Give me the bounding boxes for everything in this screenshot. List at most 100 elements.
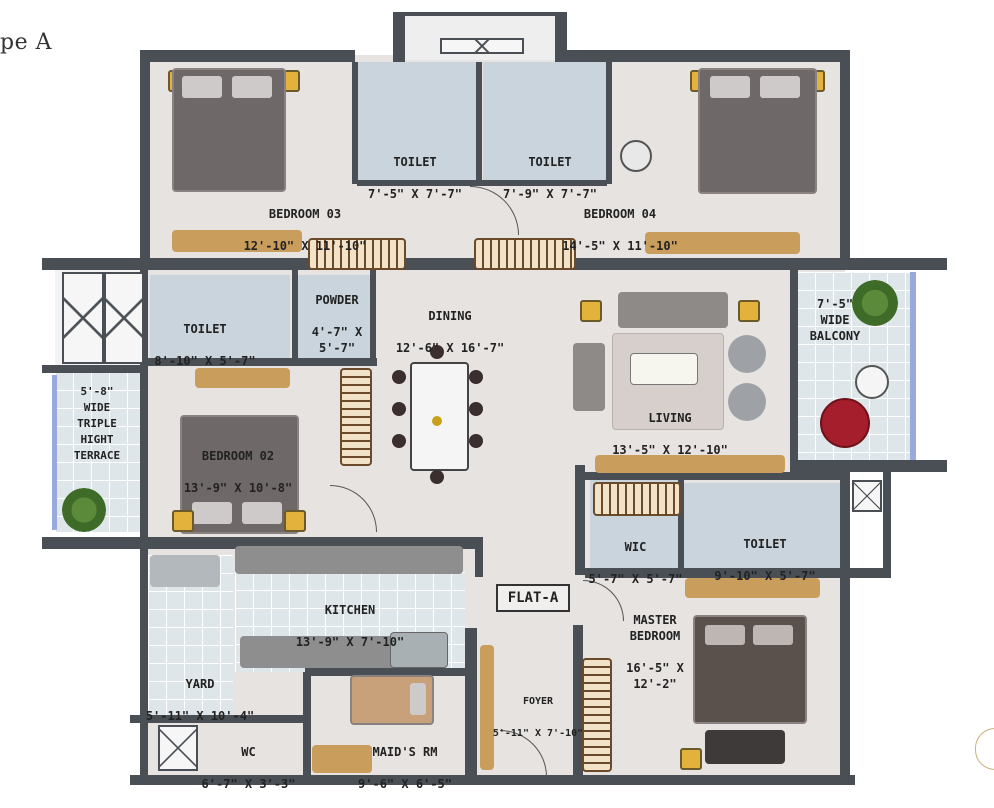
foyer-name: FOYER xyxy=(522,696,554,707)
wall-top-notch-top xyxy=(400,12,560,16)
master-size: 16'-5" X 12'-2" xyxy=(626,661,684,691)
master-lamp-left xyxy=(680,748,702,770)
living-size: 13'-5" X 12'-10" xyxy=(612,443,728,457)
yard-label: YARD 5'-11" X 10'-4" xyxy=(145,660,255,740)
bedroom02-label: BEDROOM 02 13'-9" X 10'-8" xyxy=(178,432,298,512)
wic-size: 5'-7" X 5'-7" xyxy=(588,572,683,586)
toilet-a-name: TOILET xyxy=(393,155,437,169)
shaft-right xyxy=(852,480,882,512)
wall-balcony-bottom xyxy=(790,460,947,472)
bedroom04-wardrobe xyxy=(474,238,576,270)
foyer-size: 5'-11" X 7'-10" xyxy=(492,728,584,739)
terrace-glass xyxy=(52,375,57,530)
wall-yard-bottom xyxy=(130,715,310,723)
living-lamp-left xyxy=(580,300,602,322)
kitchen-fridge xyxy=(390,632,448,668)
wc-name: WC xyxy=(241,745,256,759)
powder-floor xyxy=(297,275,372,360)
kitchen-name: KITCHEN xyxy=(324,603,376,617)
dining-size: 12'-6" X 16'-7" xyxy=(395,341,505,355)
brand-logo xyxy=(975,728,994,770)
toilet-c-label: TOILET 8'-10" X 5'-7" xyxy=(150,305,260,385)
bedroom02-desk xyxy=(195,368,290,388)
wic-name: WIC xyxy=(624,540,647,554)
wall-left-lower xyxy=(140,548,148,778)
bedroom03-bed xyxy=(172,68,286,192)
master-label: MASTER BEDROOM 16'-5" X 12'-2" xyxy=(605,596,705,708)
wall-powder-right xyxy=(370,270,376,362)
master-desk xyxy=(685,578,820,598)
powder-label: POWDER 4'-7" X 5'-7" xyxy=(292,276,382,372)
dining-chair xyxy=(469,370,483,384)
toilet-c-floor xyxy=(150,275,290,360)
wall-left-upper xyxy=(140,50,150,260)
wic-wardrobe xyxy=(593,482,681,516)
living-tv-unit xyxy=(595,455,785,473)
wall-toilets-bottom xyxy=(357,180,607,186)
wall-top-right xyxy=(555,50,850,62)
wall-notch-right xyxy=(555,12,567,62)
bedroom02-bed xyxy=(180,415,299,534)
living-coffee-table xyxy=(630,353,698,385)
bedroom04-bed xyxy=(698,68,817,194)
wall-maids-right xyxy=(465,628,477,778)
wall-right-lower xyxy=(840,470,850,780)
powder-size: 4'-7" X 5'-7" xyxy=(311,325,363,355)
bedroom04-size: 14'-5" X 11'-10" xyxy=(562,239,678,253)
wall-bottom xyxy=(130,775,855,785)
wall-wic-right xyxy=(678,480,684,570)
wall-notch-left xyxy=(393,12,405,62)
plan-type-title: pe A xyxy=(0,30,52,55)
toilet-b-size: 7'-9" X 7'-7" xyxy=(503,187,597,201)
bedroom02-lamp-right xyxy=(284,510,306,532)
dining-chair xyxy=(430,470,444,484)
terrace-plant xyxy=(62,488,106,532)
living-armchair xyxy=(728,335,766,373)
maids-cabinet xyxy=(312,745,372,773)
balcony-label: 7'-5" WIDE BALCONY xyxy=(809,297,861,343)
flat-tag: FLAT-A xyxy=(496,584,570,612)
toilet-d-size: 9'-10" X 5'-7" xyxy=(714,569,816,583)
yard-washer xyxy=(150,555,220,587)
dining-chair xyxy=(392,402,406,416)
wic-label: WIC 5'-7" X 5'-7" xyxy=(588,523,683,603)
terrace-label: 5'-8" WIDE TRIPLE HIGHT TERRACE xyxy=(73,385,121,462)
dining-chair xyxy=(392,434,406,448)
toilet-c-name: TOILET xyxy=(183,322,227,336)
wall-right-upper xyxy=(840,50,850,260)
toilet-b-floor xyxy=(483,62,608,184)
toilet-a-size: 7'-5" X 7'-7" xyxy=(368,187,462,201)
wall-terrace-top xyxy=(42,365,147,373)
wall-powder-left xyxy=(292,270,298,362)
bedroom03-size: 12'-10" X 11'-10" xyxy=(243,239,367,253)
wall-top-left xyxy=(140,50,355,62)
toilet-c-size: 8'-10" X 5'-7" xyxy=(154,354,256,368)
maids-name: MAID'S RM xyxy=(372,745,438,759)
shaft-bottom-left xyxy=(158,725,198,771)
shaft-left-1 xyxy=(62,272,104,364)
wc-label: WC 6'-7" X 3'-3" xyxy=(196,728,301,808)
dining-name: DINING xyxy=(428,309,472,323)
wall-wic-left xyxy=(575,465,585,575)
bedroom04-round-table xyxy=(620,140,652,172)
balcony-glass xyxy=(910,272,916,460)
wall-toilet-b-right xyxy=(606,62,612,184)
kitchen-label: KITCHEN 13'-9" X 7'-10" xyxy=(270,586,430,666)
living-label: LIVING 13'-5" X 12'-10" xyxy=(600,394,740,474)
bedroom03-label: BEDROOM 03 12'-10" X 11'-10" xyxy=(230,190,380,270)
bedroom02-wardrobe xyxy=(340,368,372,466)
wall-balcony-left xyxy=(790,270,798,460)
bedroom04-label: BEDROOM 04 14'-5" X 11'-10" xyxy=(540,190,700,270)
living-name: LIVING xyxy=(648,411,692,425)
bedroom02-lamp-left xyxy=(172,510,194,532)
wall-wic-top xyxy=(575,472,850,480)
powder-name: POWDER xyxy=(315,293,359,307)
toilet-d-label: TOILET 9'-10" X 5'-7" xyxy=(700,520,830,600)
foyer-console xyxy=(480,645,494,770)
maids-size: 9'-6" X 6'-5" xyxy=(358,777,452,791)
kitchen-counter-top xyxy=(235,546,463,574)
wall-master-top xyxy=(585,568,890,578)
dining-chair xyxy=(392,370,406,384)
bedroom02-name: BEDROOM 02 xyxy=(201,449,275,463)
yard-name: YARD xyxy=(185,677,215,691)
